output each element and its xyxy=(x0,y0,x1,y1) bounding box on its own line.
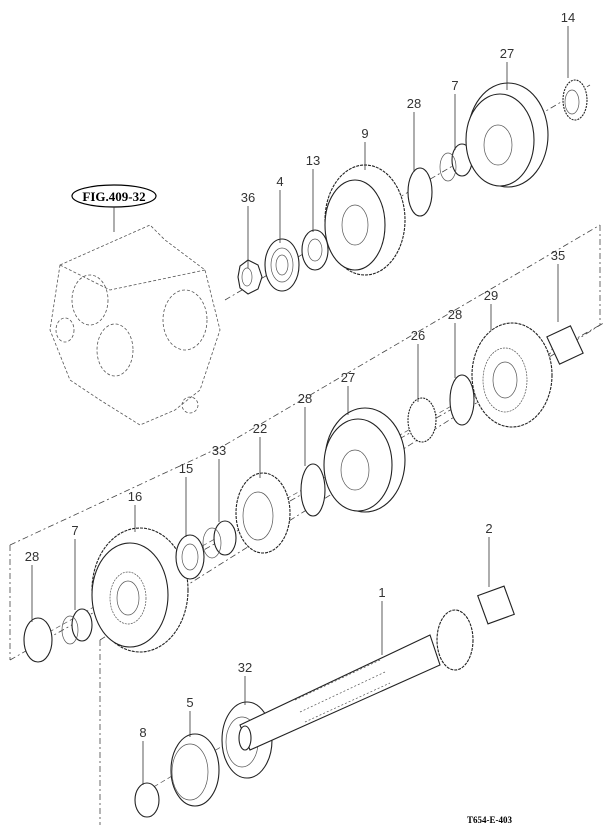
callout-number: 14 xyxy=(561,10,575,25)
callout-1: 1 xyxy=(378,585,386,655)
part-4-bearing xyxy=(264,238,300,292)
callout-number: 29 xyxy=(484,288,498,303)
parts-row-bottom xyxy=(134,585,515,818)
part-35-needle-bearing xyxy=(546,325,584,365)
part-5-bearing xyxy=(170,733,220,807)
part-22-gear xyxy=(235,472,291,554)
part-9-gear-face xyxy=(324,179,386,271)
callout-36: 36 xyxy=(241,190,255,268)
callout-number: 16 xyxy=(128,489,142,504)
callout-number: 27 xyxy=(500,46,514,61)
part-14-gear xyxy=(562,79,588,121)
callout-35: 35 xyxy=(551,248,565,322)
part-36-nut xyxy=(237,259,263,295)
part-15-washer xyxy=(175,534,205,580)
part-1-shaft-pinion xyxy=(436,609,474,671)
callout-number: 27 xyxy=(341,370,355,385)
callout-number: 28 xyxy=(25,549,39,564)
callout-28: 28 xyxy=(25,549,39,622)
part-26-gear xyxy=(407,397,437,443)
callout-4: 4 xyxy=(276,174,284,243)
callout-number: 7 xyxy=(451,78,458,93)
callout-number: 33 xyxy=(212,443,226,458)
callout-13: 13 xyxy=(306,153,320,232)
part-28-snap-ring xyxy=(300,463,326,517)
part-28-snap-ring xyxy=(23,617,53,663)
callout-28: 28 xyxy=(407,96,421,172)
callout-32: 32 xyxy=(238,660,252,705)
callout-26: 26 xyxy=(411,328,425,402)
part-28-snap-ring xyxy=(407,167,433,217)
callout-number: 28 xyxy=(298,391,312,406)
callout-number: 28 xyxy=(448,307,462,322)
part-2-needle-bearing xyxy=(477,585,515,625)
callout-7: 7 xyxy=(71,523,79,610)
callout-15: 15 xyxy=(179,461,193,537)
part-28-snap-ring xyxy=(449,374,475,426)
part-7-bushing xyxy=(71,608,93,642)
callout-number: 9 xyxy=(361,126,368,141)
callout-33: 33 xyxy=(212,443,226,522)
part-33-bushing xyxy=(213,520,237,556)
drawing-code: T654-E-403 xyxy=(467,815,513,825)
callout-number: 7 xyxy=(71,523,78,538)
callout-number: 28 xyxy=(407,96,421,111)
part-callouts: 14 27 7 28 9 13 4 36 35 29 28 26 27 28 22 33 15 16 7 28 2 1 32… xyxy=(25,10,575,785)
gear-housing xyxy=(49,224,221,426)
callout-number: 4 xyxy=(276,174,283,189)
callout-number: 5 xyxy=(186,695,193,710)
callout-8: 8 xyxy=(139,725,147,785)
callout-number: 22 xyxy=(253,421,267,436)
part-13-washer xyxy=(301,229,329,271)
part-1-shaft xyxy=(239,634,441,751)
callout-16: 16 xyxy=(128,489,142,532)
callout-28: 28 xyxy=(448,307,462,378)
callout-14: 14 xyxy=(561,10,575,78)
callout-number: 13 xyxy=(306,153,320,168)
callout-number: 32 xyxy=(238,660,252,675)
callout-9: 9 xyxy=(361,126,369,170)
callout-2: 2 xyxy=(485,521,493,587)
callout-number: 8 xyxy=(139,725,146,740)
callout-number: 36 xyxy=(241,190,255,205)
callout-number: 26 xyxy=(411,328,425,343)
callout-22: 22 xyxy=(253,421,267,478)
parts-row-top xyxy=(237,79,588,295)
callout-27: 27 xyxy=(341,370,355,415)
part-8-washer xyxy=(134,782,160,818)
callout-27: 27 xyxy=(500,46,514,90)
callout-number: 2 xyxy=(485,521,492,536)
callout-number: 35 xyxy=(551,248,565,263)
callout-number: 1 xyxy=(378,585,385,600)
figure-reference-callout[interactable]: FIG.409-32 xyxy=(71,184,157,232)
callout-29: 29 xyxy=(484,288,498,330)
parts-row-middle xyxy=(23,322,584,663)
part-29-gear xyxy=(471,322,553,428)
callout-5: 5 xyxy=(186,695,194,737)
callout-number: 15 xyxy=(179,461,193,476)
figure-reference-label[interactable]: FIG.409-32 xyxy=(82,189,145,204)
callout-7: 7 xyxy=(451,78,459,150)
callout-28: 28 xyxy=(298,391,312,466)
